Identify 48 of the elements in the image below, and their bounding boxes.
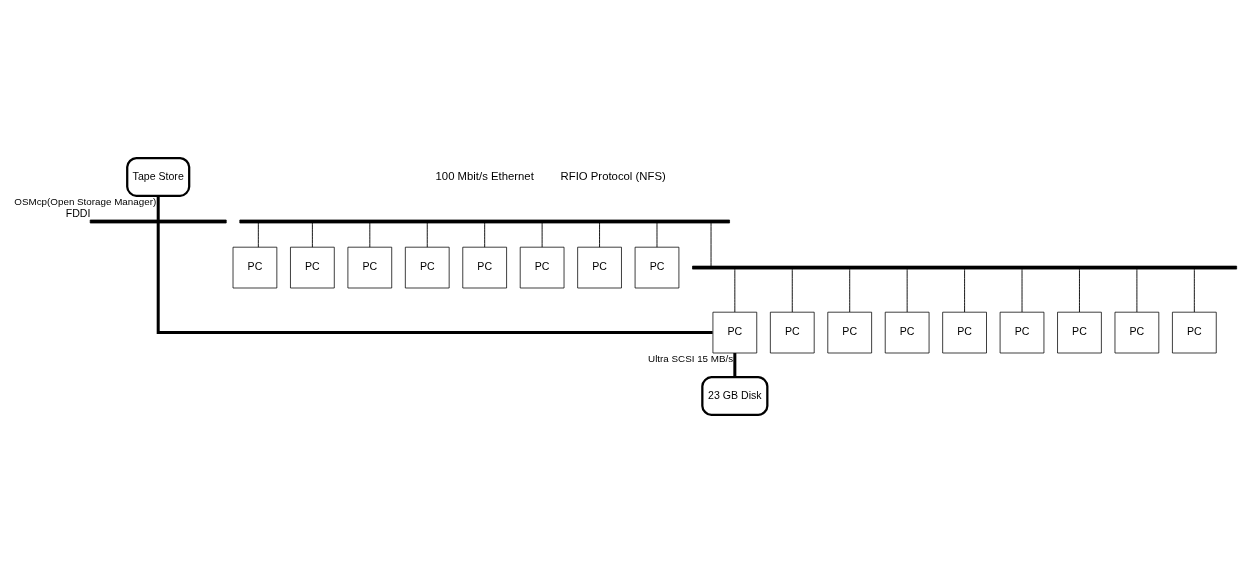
node-box: PC xyxy=(770,311,815,353)
connector xyxy=(1021,268,1023,312)
label: RFIO Protocol (NFS) xyxy=(560,169,666,182)
node-box: PC xyxy=(290,246,335,288)
connector xyxy=(257,222,259,248)
connector xyxy=(311,222,313,248)
connector xyxy=(734,268,736,312)
node-box: PC xyxy=(404,246,450,288)
node-box: PC xyxy=(999,311,1045,353)
node-bar xyxy=(692,265,1238,269)
node-box: Tape Store xyxy=(126,156,191,197)
node-box: PC xyxy=(712,311,758,353)
node-box: PC xyxy=(884,311,930,353)
node-box: PC xyxy=(462,246,507,288)
label: 100 Mbit/s Ethernet xyxy=(435,169,534,182)
node-bar xyxy=(89,219,227,223)
edge-label: Ultra SCSI 15 MB/s xyxy=(648,352,734,364)
connector xyxy=(791,268,793,312)
connector xyxy=(1136,268,1138,312)
connector xyxy=(849,268,851,312)
node-box: 23 GB Disk xyxy=(701,375,769,416)
node-box: PC xyxy=(1114,311,1160,353)
connector xyxy=(156,222,713,334)
connector xyxy=(599,222,600,248)
connector xyxy=(1193,268,1195,312)
connector xyxy=(656,222,658,248)
connector xyxy=(484,222,486,248)
connector xyxy=(541,222,543,248)
node-box: PC xyxy=(1172,311,1217,353)
connector xyxy=(369,222,371,248)
connector xyxy=(156,195,160,220)
node-box: PC xyxy=(232,246,278,288)
node-box: PC xyxy=(634,246,680,288)
node-box: PC xyxy=(519,246,565,288)
node-box: PC xyxy=(1057,311,1102,353)
connector xyxy=(710,222,712,266)
connector xyxy=(906,268,908,312)
connector xyxy=(733,352,737,377)
node-box: PC xyxy=(827,311,872,353)
connector xyxy=(426,222,428,248)
connector xyxy=(1079,268,1080,312)
node-box: PC xyxy=(942,311,987,353)
node-bar xyxy=(239,219,730,223)
node-box: PC xyxy=(347,246,393,288)
node-box: PC xyxy=(577,246,622,288)
node-label: FDDI xyxy=(65,206,91,219)
edge-label: OSMcp(Open Storage Manager) xyxy=(14,195,157,207)
connector xyxy=(964,268,966,312)
